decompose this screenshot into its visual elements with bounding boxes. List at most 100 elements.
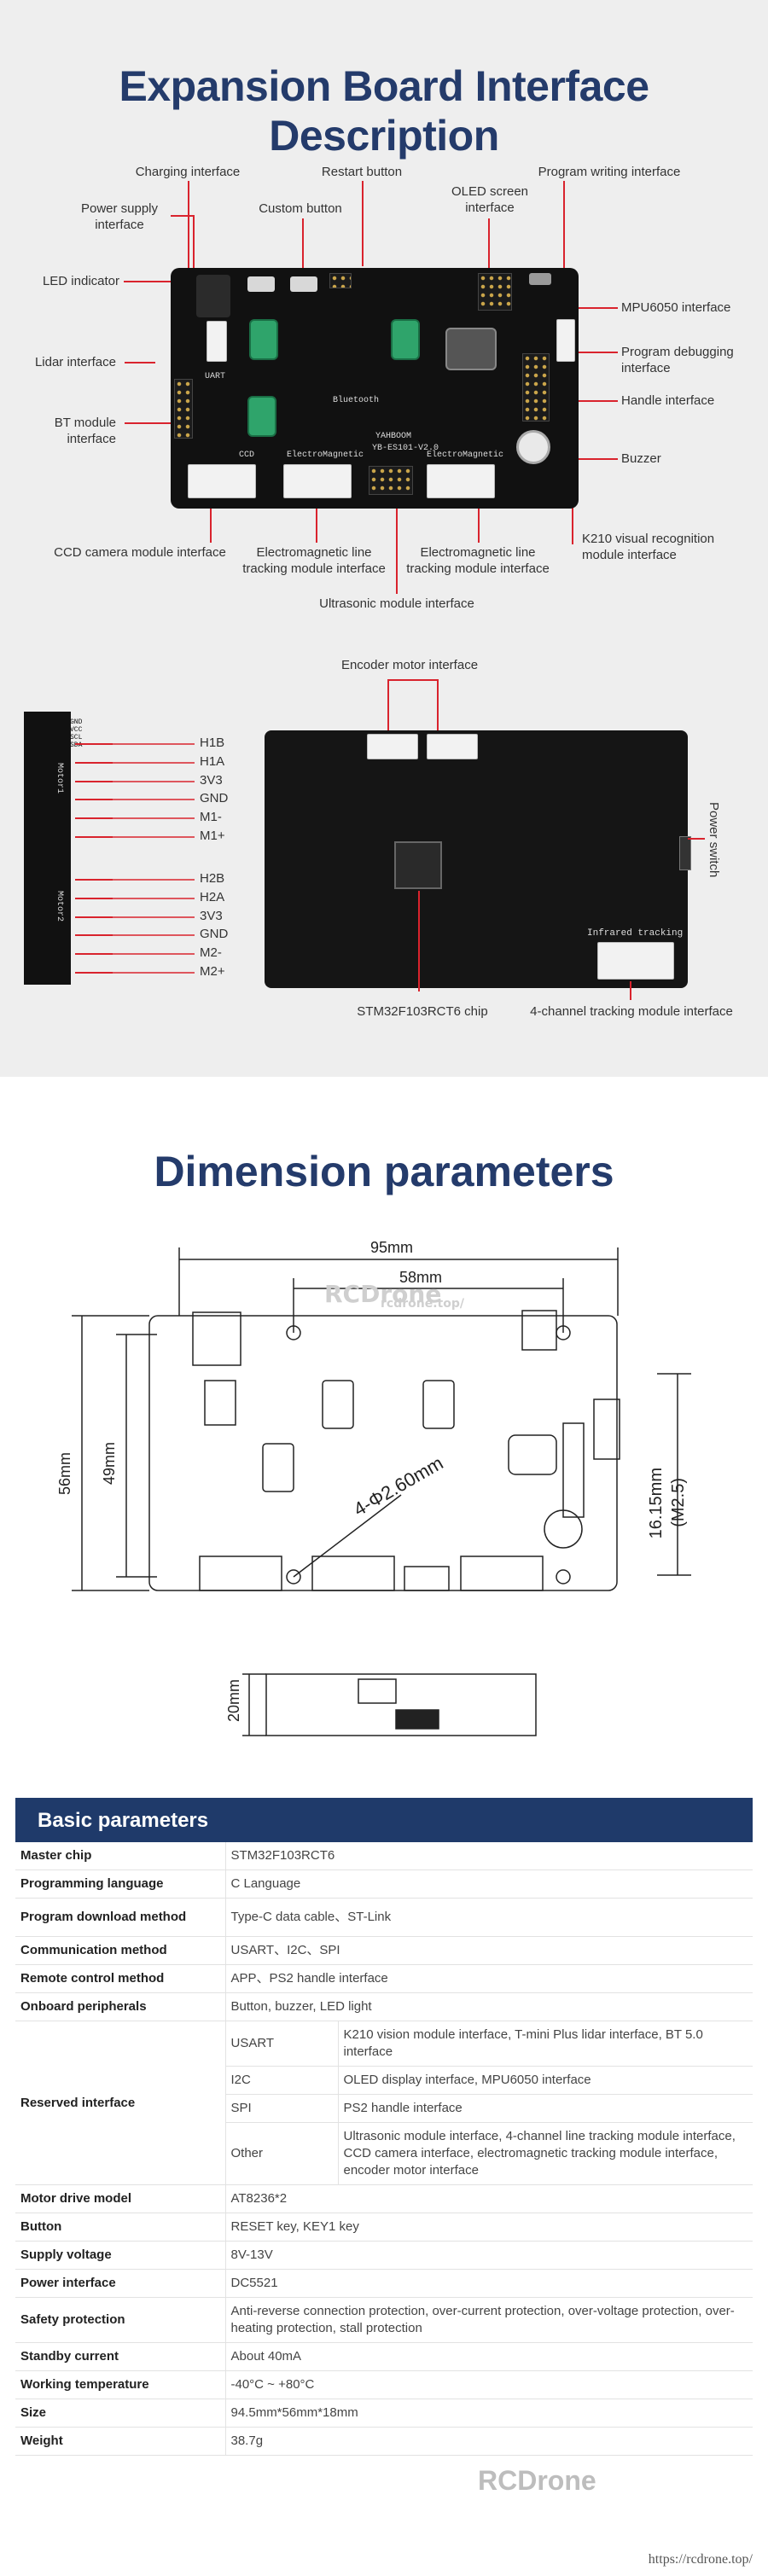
- capacitor-1: [249, 319, 278, 360]
- motor-pin-label: M2+: [200, 964, 225, 979]
- reserved-sub: I2C: [224, 2066, 338, 2095]
- motor-pin-label: GND: [200, 927, 229, 941]
- leader-custom: [302, 218, 304, 271]
- buzzer-outline: [544, 1509, 583, 1549]
- table-row: I2C OLED display interface, MPU6050 inte…: [15, 2066, 753, 2095]
- leader-oled: [488, 218, 490, 270]
- label-oled: OLED screen interface: [451, 184, 529, 215]
- leader-ccd: [210, 509, 212, 543]
- cap-outline: [322, 1380, 354, 1429]
- silk-model: YB-ES101-V2.0: [372, 444, 439, 453]
- dim-height-holes: 49mm: [101, 1442, 118, 1486]
- motor-pin-label: H2B: [200, 871, 225, 886]
- tracking-connector: [597, 942, 674, 980]
- button-2: [290, 276, 317, 292]
- silk-em2: ElectroMagnetic: [427, 451, 504, 460]
- label-buzzer: Buzzer: [621, 451, 661, 466]
- side-switch: [395, 1709, 439, 1730]
- leader-lidar: [125, 362, 155, 363]
- reserved-sub: USART: [224, 2021, 338, 2067]
- side-view-outline: [265, 1673, 537, 1736]
- motor-pin-leader-lines: [113, 743, 195, 974]
- leader-restart: [362, 181, 364, 266]
- debug-outline: [593, 1398, 620, 1460]
- leader-encoder-h: [387, 679, 439, 681]
- mount-hole: [556, 1569, 571, 1585]
- leader-tracking: [630, 981, 631, 1000]
- dim-side-height: 16.15mm: [647, 1468, 666, 1539]
- param-value: -40°C ~ +80°C: [224, 2370, 753, 2399]
- reserved-sub: Other: [224, 2122, 338, 2185]
- silk-motor2: Motor2: [55, 891, 64, 922]
- dimension-section: Dimension parameters: [0, 1077, 768, 1798]
- motor-pin-label: M2-: [200, 945, 222, 960]
- dim-height-overall: 56mm: [56, 1452, 73, 1496]
- dimension-title: Dimension parameters: [154, 1148, 614, 1195]
- param-value: About 40mA: [224, 2342, 753, 2371]
- small-header: [329, 273, 352, 288]
- table-row: Safety protection Anti-reverse connectio…: [15, 2297, 753, 2343]
- table-row: Onboard peripherals Button, buzzer, LED …: [15, 1992, 753, 2021]
- stm32-chip: [394, 841, 442, 889]
- label-k210: K210 visual recognition module interface: [582, 532, 715, 562]
- motor-pin-leaders: [75, 743, 113, 974]
- lidar-outline: [204, 1380, 236, 1426]
- silk-strip-top: GND VCC SCL SDA: [70, 718, 83, 749]
- label-ultrasonic: Ultrasonic module interface: [319, 596, 474, 611]
- motor-pin-label: M1+: [200, 829, 225, 843]
- type-c-port: [529, 273, 551, 285]
- em1-outline: [311, 1555, 395, 1591]
- leader-ultrasonic: [396, 509, 398, 594]
- label-ccd: CCD camera module interface: [54, 545, 226, 560]
- label-tracking4: 4-channel tracking module interface: [530, 1004, 733, 1019]
- buzzer: [516, 430, 550, 464]
- param-key: Master chip: [15, 1842, 225, 1870]
- leader-led: [124, 281, 173, 282]
- table-row: SPI PS2 handle interface: [15, 2094, 753, 2123]
- motor-pin-label: H1A: [200, 754, 225, 769]
- params-table: Master chip STM32F103RCT6 Programming la…: [15, 1842, 753, 2456]
- motor-pin-column: [72, 715, 113, 985]
- table-row: Program download method Type-C data cabl…: [15, 1898, 753, 1937]
- label-program-writing: Program writing interface: [538, 165, 681, 179]
- dimension-watermark: RCDrone: [324, 1280, 442, 1308]
- table-row: Master chip STM32F103RCT6: [15, 1842, 753, 1870]
- side-conn-outline: [358, 1678, 397, 1704]
- param-value: 38.7g: [224, 2427, 753, 2456]
- em2-outline: [460, 1555, 544, 1591]
- param-value: RESET key, KEY1 key: [224, 2213, 753, 2242]
- bt-header: [174, 379, 193, 439]
- param-value: Button, buzzer, LED light: [224, 1992, 753, 2021]
- ccd-outline: [199, 1555, 282, 1591]
- em-connector-2: [427, 464, 495, 498]
- table-row: Programming language C Language: [15, 1869, 753, 1899]
- label-em-line-2: Electromagnetic line tracking module int…: [406, 545, 550, 576]
- label-lidar: Lidar interface: [34, 355, 116, 369]
- param-value: 8V-13V: [224, 2241, 753, 2270]
- label-charging: Charging interface: [135, 165, 241, 179]
- reserved-value: PS2 handle interface: [337, 2094, 753, 2123]
- label-stm32: STM32F103RCT6 chip: [357, 1004, 488, 1019]
- dc-jack-outline: [192, 1311, 241, 1366]
- param-value: AT8236*2: [224, 2184, 753, 2213]
- leader-buzzer: [555, 458, 618, 460]
- table-row: Remote control method APP、PS2 handle int…: [15, 1964, 753, 1993]
- param-value: DC5521: [224, 2269, 753, 2298]
- motor-pin-label: M1-: [200, 810, 222, 824]
- param-value: 94.5mm*56mm*18mm: [224, 2399, 753, 2428]
- param-key: Motor drive model: [15, 2184, 225, 2213]
- dim-thickness: 20mm: [225, 1679, 242, 1723]
- motor-connector-strip: GND VCC SCL SDA Motor1 Motor2: [24, 712, 82, 985]
- silk-bluetooth: Bluetooth: [333, 396, 380, 405]
- crystal-outline: [508, 1434, 557, 1475]
- param-key: Reserved interface: [15, 2021, 225, 2185]
- leader-em1: [316, 509, 317, 543]
- param-key: Standby current: [15, 2342, 225, 2371]
- reserved-value: Ultrasonic module interface, 4-channel l…: [337, 2122, 753, 2185]
- dim-screw: (M2.5): [669, 1478, 688, 1527]
- motor-pin-label: 3V3: [200, 909, 223, 923]
- param-key: Power interface: [15, 2269, 225, 2298]
- handle-outline: [562, 1422, 585, 1518]
- dimension-watermark-url: rcdrone.top/: [381, 1297, 464, 1311]
- dc-power-jack: [196, 275, 230, 317]
